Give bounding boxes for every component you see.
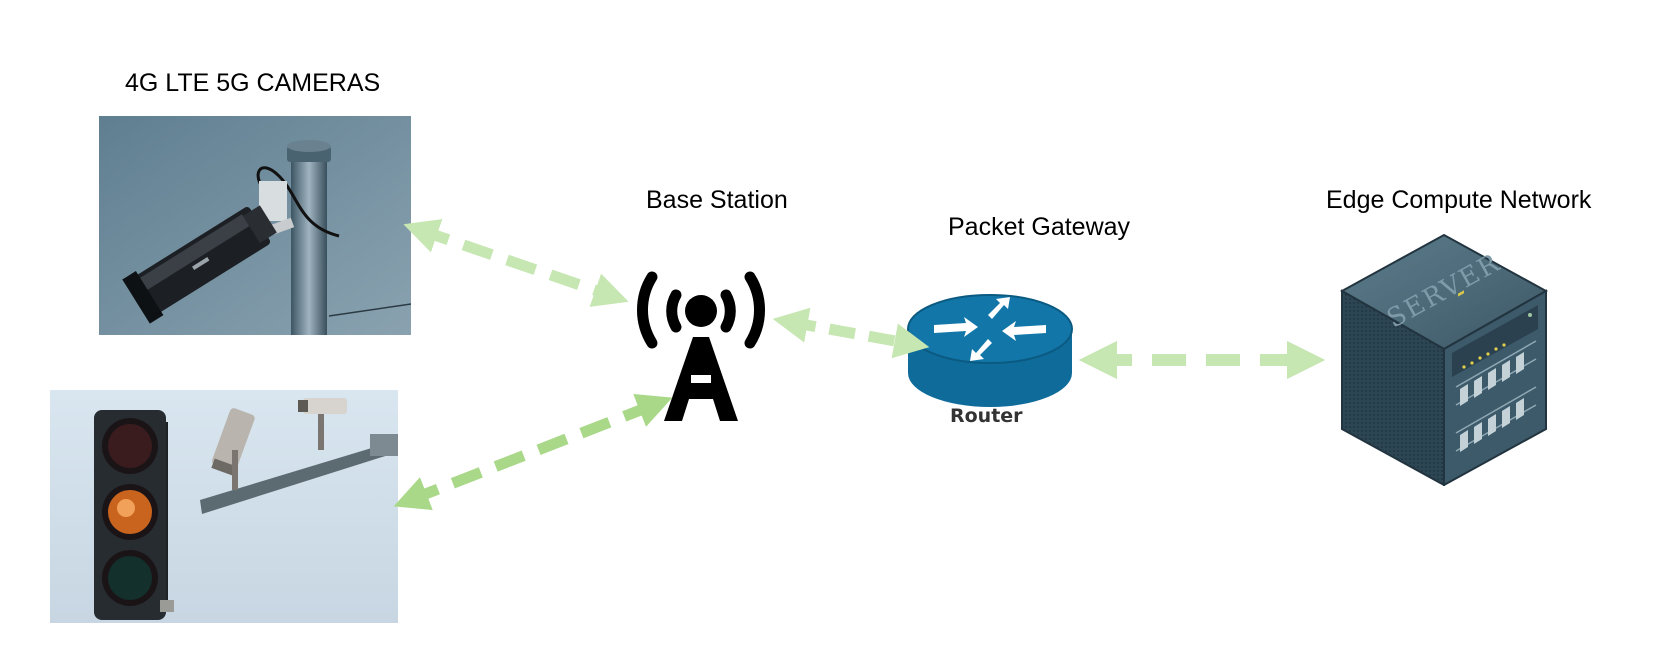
pole-camera-photo — [99, 116, 411, 335]
camera2-to-base-station-arrow — [393, 394, 673, 510]
camera1-to-base-station-arrow — [403, 219, 629, 307]
packet-gateway-label: Packet Gateway — [948, 213, 1131, 241]
traffic-light-camera-photo — [50, 390, 398, 623]
router-caption: Router — [950, 405, 1023, 427]
cameras-label: 4G LTE 5G CAMERAS — [125, 69, 381, 97]
base-station-label: Base Station — [646, 186, 788, 214]
antenna-tower-icon — [620, 265, 782, 421]
edge-network-label: Edge Compute Network — [1326, 186, 1592, 214]
base-station-to-gateway-arrow — [772, 307, 930, 359]
server-rack-icon: SERVER — [1340, 233, 1550, 486]
